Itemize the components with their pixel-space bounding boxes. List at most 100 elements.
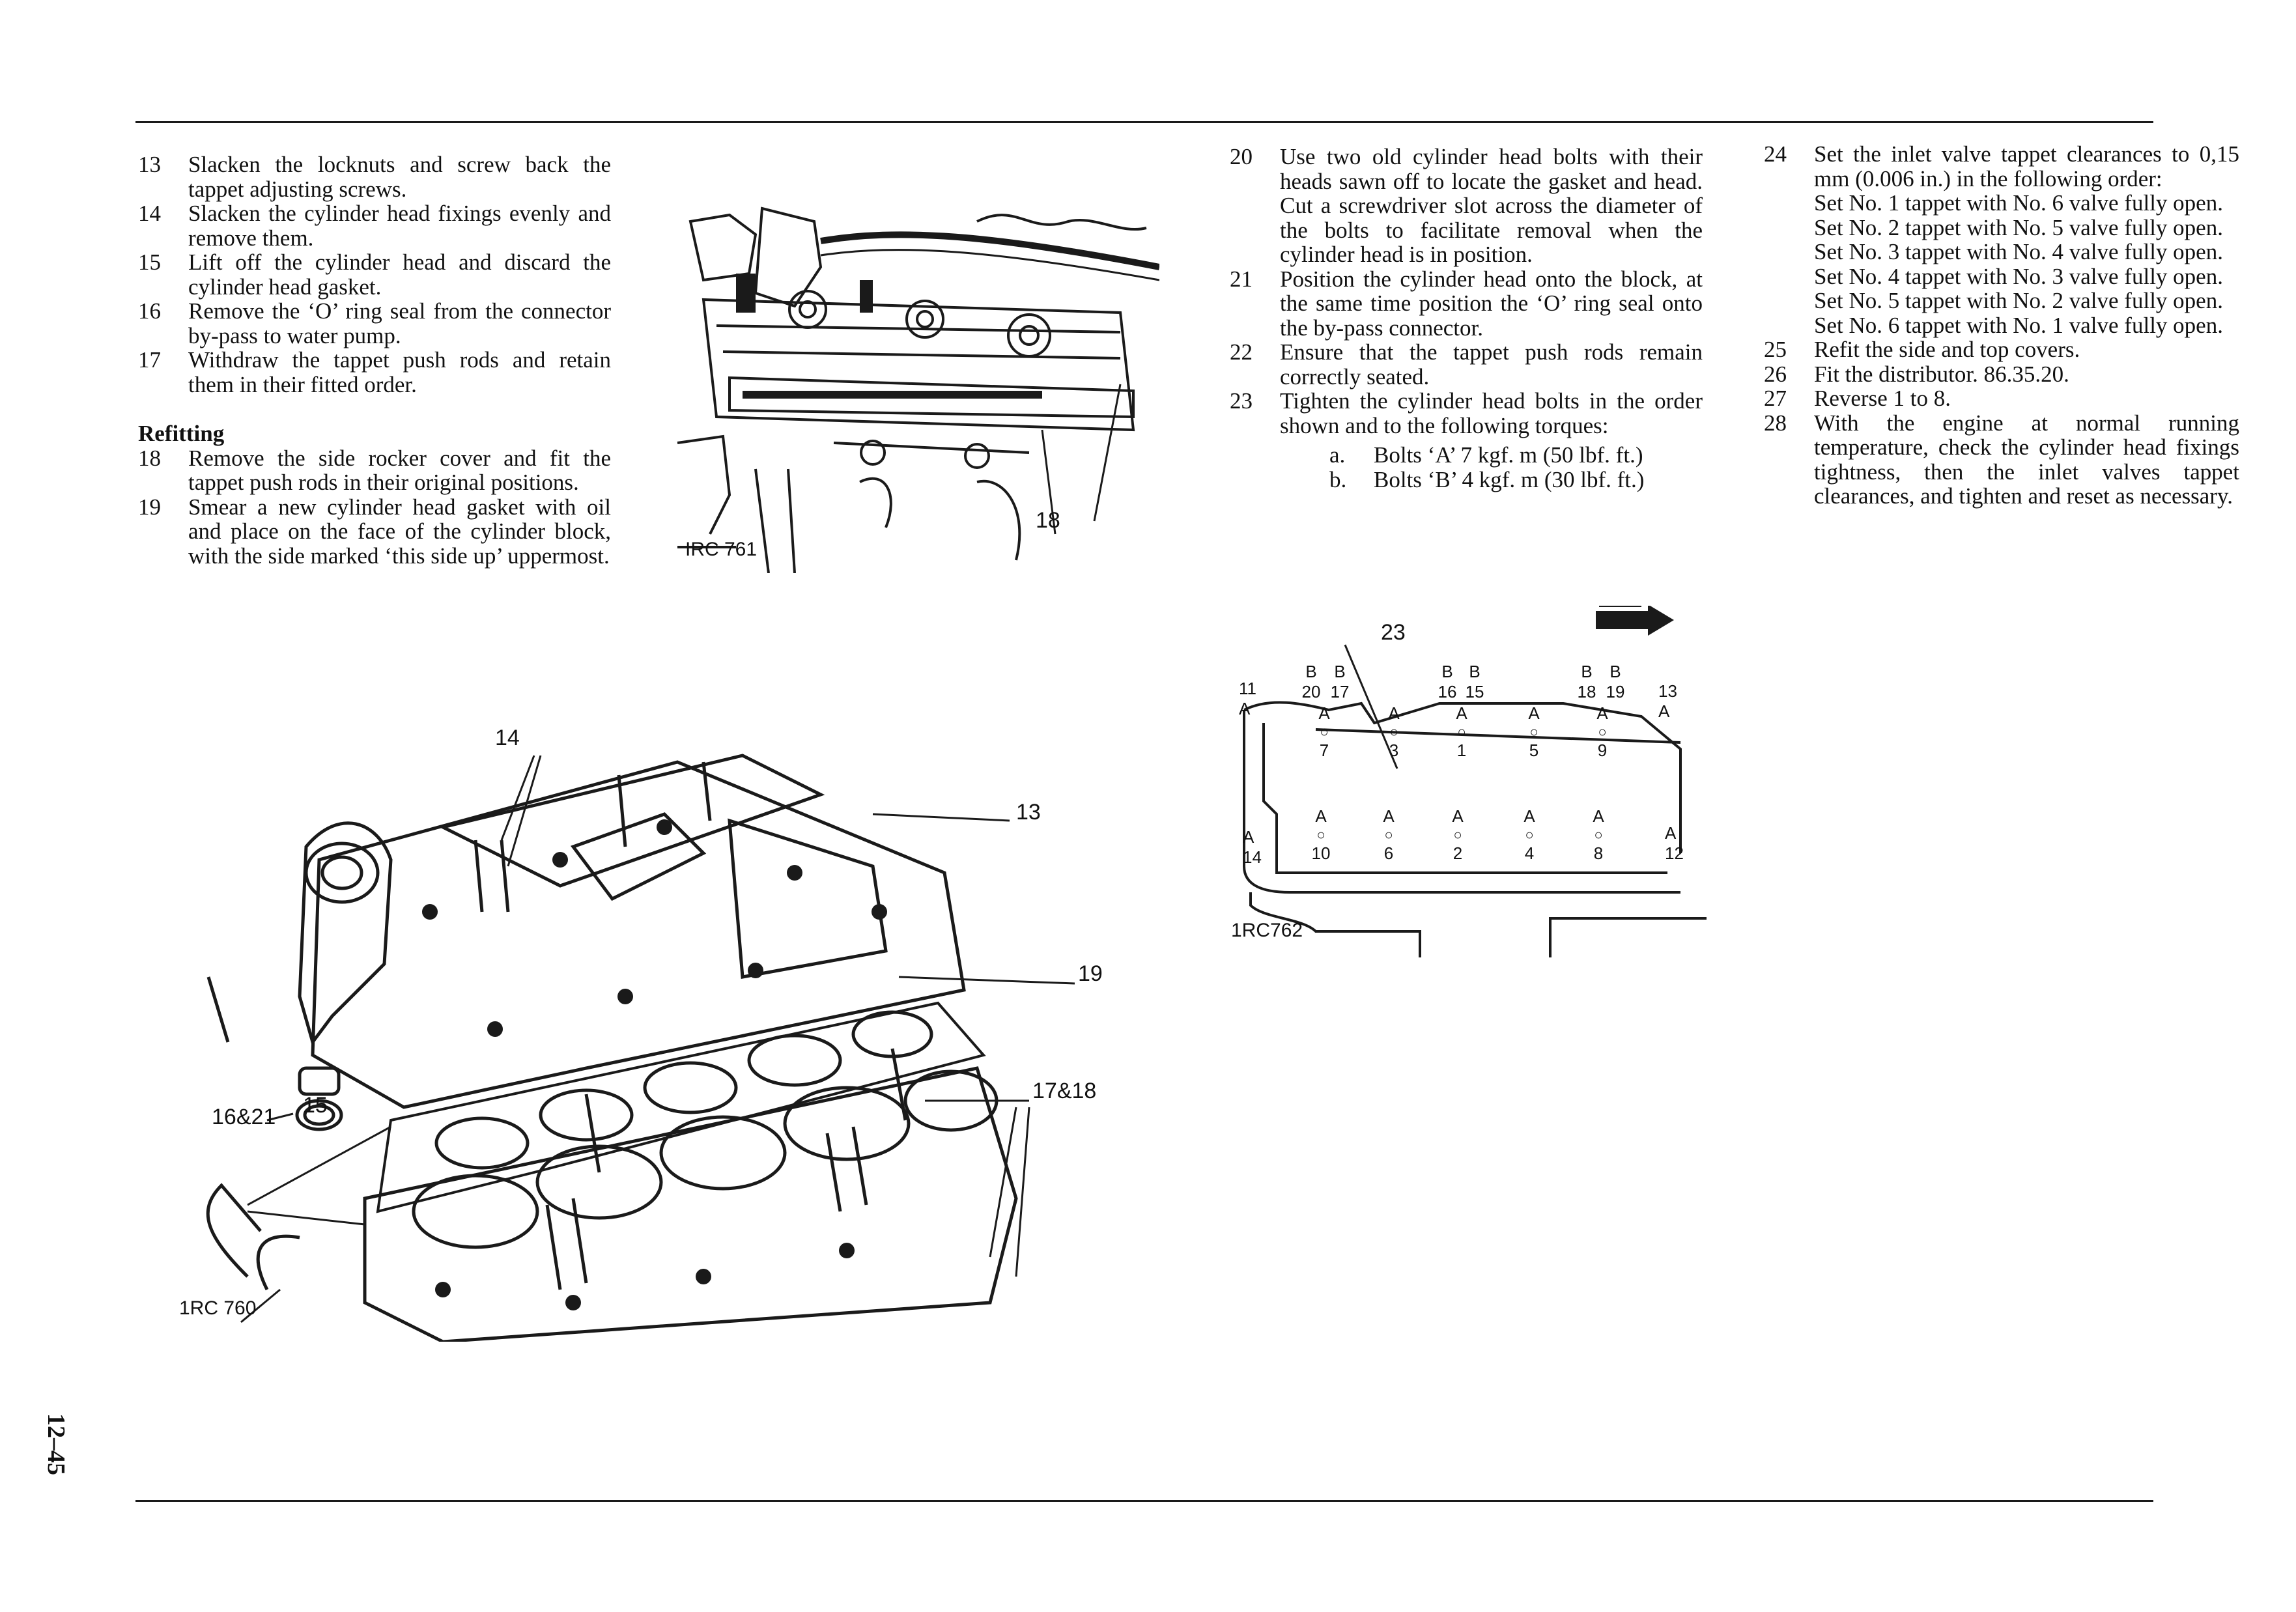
step-26: 26 Fit the distributor. 86.35.20. — [1764, 361, 2239, 387]
step-text: Position the cylinder head onto the bloc… — [1280, 266, 1703, 341]
step-number: 24 — [1764, 141, 1787, 167]
bolt-letter: B — [1609, 662, 1621, 681]
step-number: 13 — [138, 152, 161, 177]
bolt-a6: A○6 — [1376, 806, 1402, 864]
bolt-number: 18 — [1577, 682, 1596, 701]
bolt-number: 9 — [1597, 741, 1608, 760]
bolt-a7: A○7 — [1311, 703, 1337, 761]
step-number: 25 — [1764, 337, 1787, 362]
bolt-letter: B — [1334, 662, 1346, 681]
fig760-callout-13: 13 — [1016, 800, 1041, 825]
bolt-number: 5 — [1529, 741, 1539, 760]
torque-b: b.Bolts ‘B’ 4 kgf. m (30 lbf. ft.) — [1329, 466, 1703, 492]
refitting-heading: Refitting — [138, 421, 225, 446]
step-number: 23 — [1230, 388, 1253, 414]
tappet-line-6: Set No. 6 tappet with No. 1 valve fully … — [1814, 312, 2223, 338]
bolt-number: 11 — [1239, 679, 1256, 698]
bolt-letter: A — [1239, 699, 1251, 718]
fig760-callout-16-21: 16&21 — [212, 1105, 276, 1129]
step-28: 28 With the engine at normal running temp… — [1764, 410, 2239, 509]
bolt-letter: A — [1243, 827, 1254, 847]
step-number: 20 — [1230, 144, 1253, 169]
step-text: Fit the distributor. 86.35.20. — [1814, 361, 2069, 387]
step-number: 14 — [138, 201, 161, 226]
bolt-number: 4 — [1524, 843, 1535, 863]
bolt-number: 10 — [1311, 843, 1331, 863]
bolt-letter: A — [1318, 703, 1330, 723]
step-text: Smear a new cylinder head gasket with oi… — [188, 494, 611, 569]
bolt-number: 20 — [1301, 682, 1321, 701]
step-22: 22 Ensure that the tappet push rods remai… — [1230, 340, 1703, 389]
torque-label: b. — [1329, 466, 1347, 492]
step-number: 18 — [138, 445, 161, 471]
bolt-letter: A — [1456, 703, 1467, 723]
bolt-letter: A — [1383, 806, 1395, 826]
fig761-code: IRC 761 — [685, 539, 758, 560]
step-text: Reverse 1 to 8. — [1814, 386, 1951, 411]
torque-label: a. — [1329, 442, 1346, 468]
step-number: 27 — [1764, 386, 1787, 411]
bolt-a10: A○10 — [1308, 806, 1334, 864]
fig760-code: 1RC 760 — [179, 1297, 257, 1319]
step-text: Lift off the cylinder head and discard t… — [188, 249, 611, 300]
bolt-letter: A — [1388, 703, 1400, 723]
step-number: 21 — [1230, 266, 1253, 292]
fig760-callout-14: 14 — [495, 726, 520, 750]
tappet-line-1: Set No. 1 tappet with No. 6 valve fully … — [1814, 190, 2223, 216]
bolt-number: 6 — [1383, 843, 1394, 863]
top-rule — [135, 121, 2153, 123]
step-number: 16 — [138, 298, 161, 324]
tappet-line-3: Set No. 3 tappet with No. 4 valve fully … — [1814, 239, 2223, 264]
bolt-a3: A○3 — [1381, 703, 1407, 761]
step-text: Withdraw the tappet push rods and retain… — [188, 347, 611, 397]
step-number: 28 — [1764, 410, 1787, 436]
bolt-letter: A — [1596, 703, 1608, 723]
bolt-letter: B — [1441, 662, 1453, 681]
fig761-callout-18: 18 — [1036, 508, 1060, 533]
bolt-number: 14 — [1243, 847, 1262, 867]
bolt-a9: A○9 — [1589, 703, 1615, 761]
step-number: 22 — [1230, 339, 1253, 365]
step-27: 27 Reverse 1 to 8. — [1764, 386, 2239, 411]
bolt-number: 2 — [1453, 843, 1463, 863]
step-text: Ensure that the tappet push rods remain … — [1280, 339, 1703, 389]
step-19: 19 Smear a new cylinder head gasket with … — [138, 494, 611, 569]
bolt-number: 17 — [1330, 682, 1350, 701]
bolt-a5: A○5 — [1521, 703, 1547, 761]
tappet-line-2: Set No. 2 tappet with No. 5 valve fully … — [1814, 214, 2223, 240]
step-21: 21 Position the cylinder head onto the bl… — [1230, 266, 1703, 341]
bolt-number: 7 — [1319, 741, 1329, 760]
step-number: 19 — [138, 494, 161, 520]
torque-list: a.Bolts ‘A’ 7 kgf. m (50 lbf. ft.) b.Bol… — [1230, 443, 1703, 492]
bolt-letter: B — [1469, 662, 1481, 681]
step-number: 26 — [1764, 361, 1787, 387]
bolt-number: 16 — [1438, 682, 1457, 701]
step-text: With the engine at normal running temper… — [1814, 410, 2239, 509]
bolt-letter: A — [1658, 701, 1670, 721]
bottom-rule — [135, 1500, 2153, 1502]
bolt-number: 12 — [1665, 843, 1684, 863]
bolt-a1: A○1 — [1449, 703, 1475, 761]
bolt-letter: A — [1528, 703, 1540, 723]
fig760-callout-17-18: 17&18 — [1032, 1079, 1097, 1103]
bolt-number: 1 — [1456, 741, 1467, 760]
bolt-letter: B — [1305, 662, 1317, 681]
bolt-letter: A — [1665, 823, 1677, 843]
